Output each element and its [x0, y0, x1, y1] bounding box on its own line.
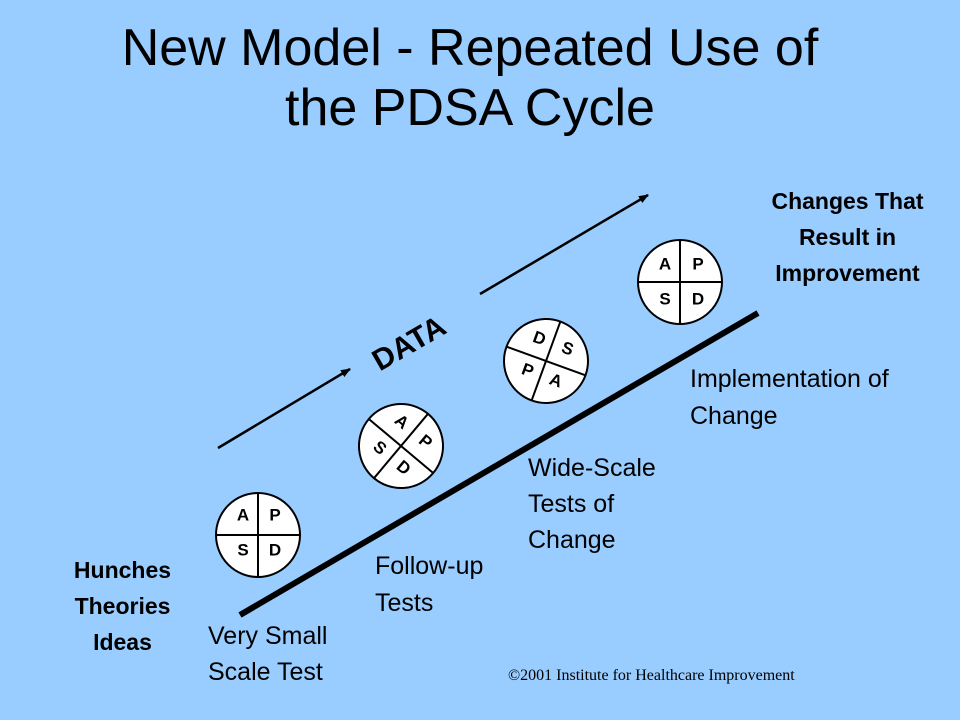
data-arrow-upper — [479, 193, 649, 296]
title-line-1: New Model - Repeated Use of — [121, 19, 819, 77]
stage-label-2: Follow-up Tests — [375, 548, 483, 622]
cycle-1-tr: P — [269, 505, 280, 524]
cycle-3-br: A — [547, 370, 565, 392]
stage-3-line-2: Tests of — [528, 490, 615, 518]
pdsa-cycle-3: D S P A — [503, 318, 589, 404]
cycle-3-tl: D — [530, 327, 548, 349]
start-line-1: Hunches — [73, 557, 172, 583]
stage-3-line-3: Change — [528, 526, 616, 554]
copyright-notice: ©2001 Institute for Healthcare Improveme… — [508, 667, 795, 684]
stage-label-4: Implementation of Change — [690, 361, 889, 435]
cycle-4-tr: P — [692, 254, 703, 273]
stage-1-line-1: Very Small — [208, 622, 328, 650]
stage-4-line-1: Implementation of — [690, 365, 889, 393]
data-arrow-lower — [217, 367, 351, 450]
pdsa-cycle-4: A P S D — [637, 239, 723, 325]
cycle-4-bl: S — [659, 289, 670, 308]
stage-label-3: Wide-Scale Tests of Change — [528, 450, 656, 558]
cycle-1-bl: S — [237, 540, 248, 559]
pdsa-cycle-2: A P S D — [358, 403, 444, 489]
stage-label-1: Very Small Scale Test — [208, 618, 327, 690]
end-line-1: Changes That — [771, 188, 924, 214]
title-line-2: the PDSA Cycle — [285, 79, 655, 137]
cycle-4-br: D — [692, 289, 704, 308]
end-line-2: Result in — [798, 224, 897, 250]
page-title: New Model - Repeated Use of the PDSA Cyc… — [0, 18, 940, 138]
stage-2-line-1: Follow-up — [375, 552, 484, 580]
stage-1-line-2: Scale Test — [208, 658, 323, 686]
end-line-3: Improvement — [775, 260, 920, 286]
pdsa-cycle-1: A P S D — [215, 492, 301, 578]
start-label: Hunches Theories Ideas — [40, 552, 205, 660]
ramp-line — [238, 310, 760, 618]
cycle-1-tl: A — [237, 505, 249, 524]
start-line-3: Ideas — [93, 629, 152, 655]
cycle-1-br: D — [269, 540, 281, 559]
stage-3-line-1: Wide-Scale — [528, 454, 656, 482]
cycle-4-tl: A — [659, 254, 671, 273]
end-label: Changes That Result in Improvement — [735, 183, 960, 291]
stage-2-line-2: Tests — [375, 589, 434, 617]
stage-4-line-2: Change — [690, 402, 778, 430]
data-label: DATA — [367, 310, 452, 378]
start-line-2: Theories — [74, 593, 171, 619]
